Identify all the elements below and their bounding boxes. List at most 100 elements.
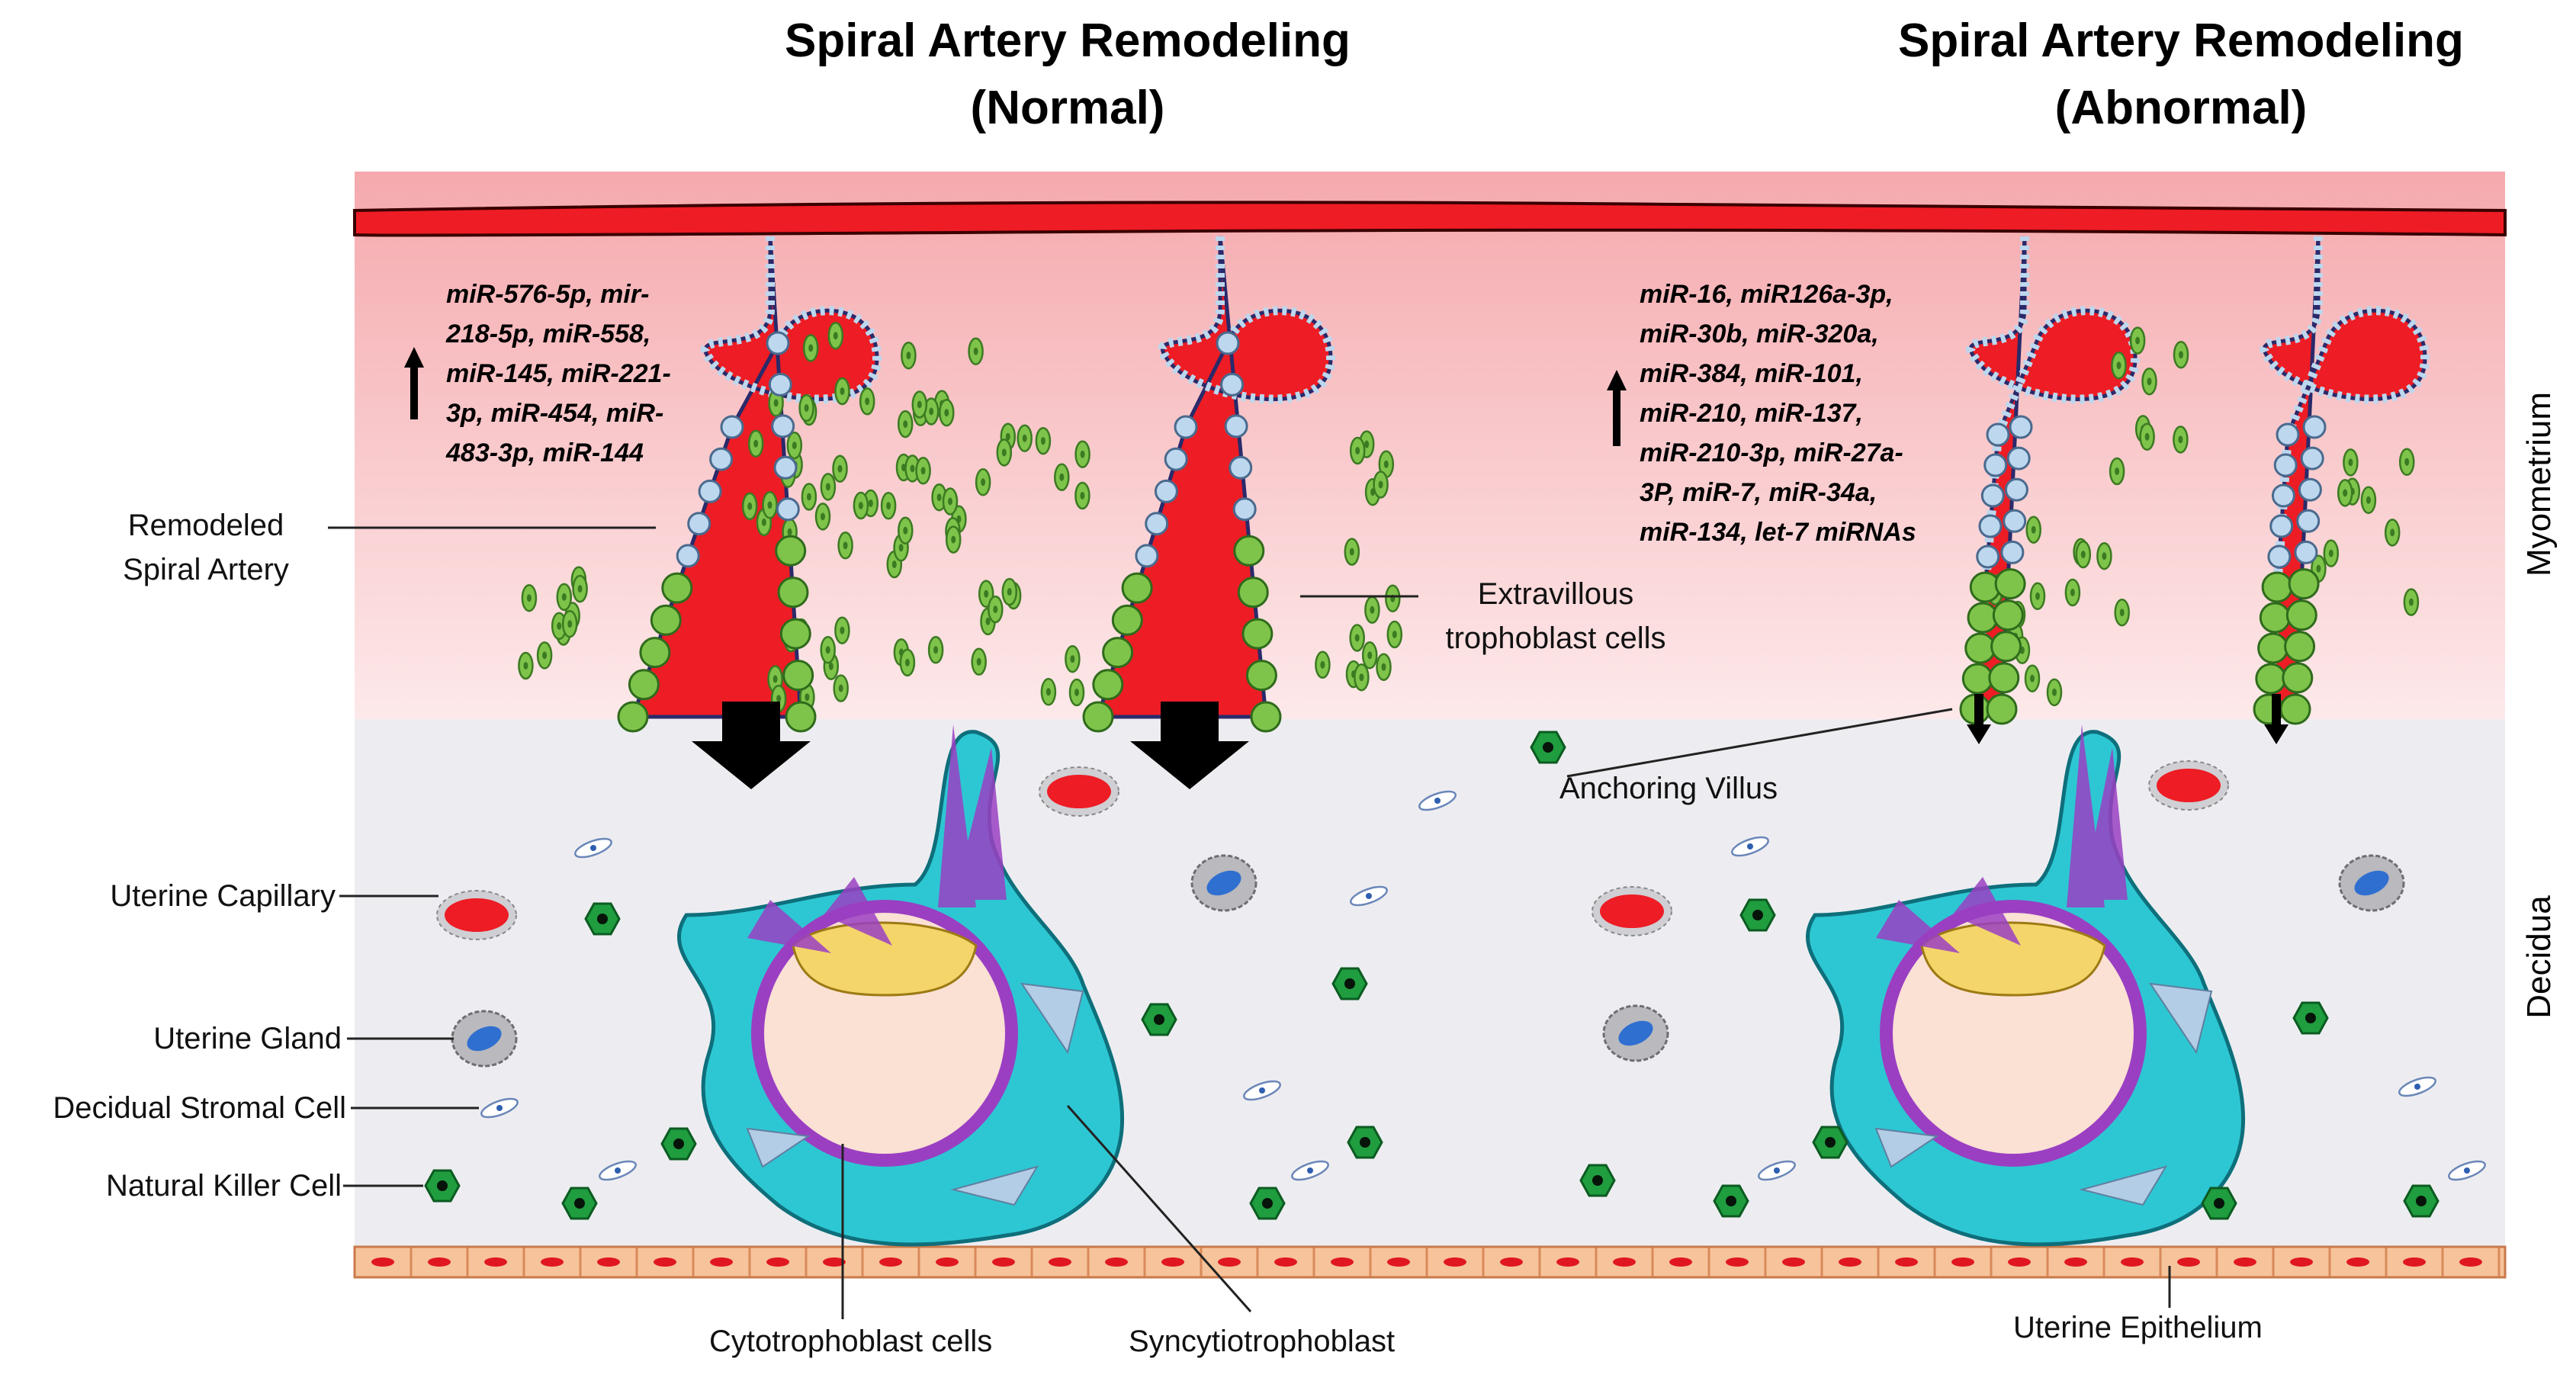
artery-wall-cell xyxy=(698,479,722,503)
artery-wall-cell xyxy=(2009,415,2033,439)
trophoblast-cell xyxy=(897,409,914,438)
trophoblast-cell xyxy=(911,390,928,419)
remodeled-artery-2 xyxy=(1095,236,1336,719)
trophoblast-cell xyxy=(1035,426,1052,455)
gland xyxy=(2338,854,2405,912)
artery-wall-cell xyxy=(1102,637,1134,669)
artery-wall-cell xyxy=(1994,568,2026,600)
trophoblast-cell xyxy=(1385,584,1401,613)
mirna-normal-line: miR-576-5p, mir- xyxy=(446,280,650,309)
artery-wall-cell xyxy=(2302,415,2327,439)
artery-wall-cell xyxy=(1216,331,1240,355)
mirna-list-normal: miR-576-5p, mir- 218-5p, miR-558, miR-14… xyxy=(446,275,671,473)
artery-wall-cell xyxy=(1220,372,1245,397)
trophoblast-cell xyxy=(837,532,853,560)
trophoblast-cell xyxy=(1040,678,1057,706)
artery-wall-cell xyxy=(1245,660,1277,692)
trophoblast-cell xyxy=(801,483,817,511)
nk-cell xyxy=(2201,1187,2237,1220)
artery-wall-cell xyxy=(709,447,734,471)
trophoblast-cell xyxy=(901,341,917,370)
mirna-abnormal-line: miR-134, let-7 miRNAs xyxy=(1640,518,1916,547)
mirna-abnormal-line: 3P, miR-7, miR-34a, xyxy=(1640,478,1877,507)
artery-wall-cell xyxy=(1986,693,2018,725)
trophoblast-cell xyxy=(518,651,534,680)
artery-wall-cell xyxy=(2006,446,2031,471)
artery-wall-cell xyxy=(2271,483,2295,508)
capillary-legend xyxy=(436,890,517,940)
trophoblast-cell xyxy=(521,583,538,612)
trophoblast-cell xyxy=(996,438,1013,467)
label-uterine-capillary: Uterine Capillary xyxy=(110,879,336,913)
artery-wall-cell xyxy=(1961,663,1993,695)
trophoblast-cell xyxy=(1373,471,1389,499)
nk-cell xyxy=(2292,1001,2329,1035)
trophoblast-cell xyxy=(939,398,955,427)
trophoblast-cell xyxy=(945,525,962,554)
artery-wall-cell xyxy=(1980,483,2005,508)
trophoblast-cell xyxy=(971,647,987,676)
trophoblast-cell xyxy=(786,431,803,460)
nk-cell xyxy=(1331,967,1368,1000)
artery-wall-cell xyxy=(1983,453,2008,477)
trophoblast-cell xyxy=(834,377,850,406)
label-decidual-stromal-cell: Decidual Stromal Cell xyxy=(53,1091,346,1125)
label-evt-line1: Extravillous xyxy=(1477,577,1634,611)
trophoblast-cell xyxy=(802,334,819,362)
trophoblast-cell xyxy=(762,491,778,519)
trophoblast-cell xyxy=(741,492,758,521)
nk-cell xyxy=(660,1127,697,1161)
trophoblast-cell xyxy=(1001,577,1018,606)
artery-wall-cell xyxy=(2279,693,2311,725)
narrow-artery-1 xyxy=(1966,236,2141,711)
artery-wall-cell xyxy=(779,618,811,650)
mirna-normal-line: 218-5p, miR-558, xyxy=(446,320,651,348)
trophoblast-cell xyxy=(2029,582,2046,611)
nk-cell xyxy=(1713,1184,1749,1218)
trophoblast-cell xyxy=(899,648,916,677)
trophoblast-cell xyxy=(1315,650,1331,679)
mirna-abnormal-line: miR-16, miR126a-3p, xyxy=(1640,280,1893,309)
trophoblast-cell xyxy=(833,674,849,702)
artery-wall-cell xyxy=(2294,540,2318,564)
trophoblast-cell xyxy=(915,457,931,485)
nk-cell xyxy=(1812,1126,1848,1159)
artery-wall-cell xyxy=(2255,663,2287,695)
upregulation-arrow-abnormal xyxy=(1607,370,1627,446)
nk-legend xyxy=(424,1169,461,1203)
artery-wall-cell xyxy=(2259,602,2291,634)
artery-wall-cell xyxy=(2273,453,2298,477)
mirna-list-abnormal: miR-16, miR126a-3p, miR-30b, miR-320a, m… xyxy=(1640,275,1916,552)
trophoblast-cell xyxy=(2024,664,2041,692)
artery-wall-cell xyxy=(1992,599,2024,631)
artery-wall-cell xyxy=(1250,701,1282,733)
artery-wall-cell xyxy=(1978,514,2003,538)
trophoblast-cell xyxy=(1354,663,1370,692)
title-normal-line2: (Normal) xyxy=(970,82,1165,134)
label-remodeled-spiral-artery: Remodeled Spiral Artery xyxy=(92,503,320,592)
trophoblast-cell xyxy=(747,429,764,458)
trophoblast-cell xyxy=(1386,620,1403,649)
artery-wall-cell xyxy=(2003,509,2027,533)
trophoblast-cell xyxy=(1349,436,1366,465)
trophoblast-cell xyxy=(2096,541,2112,570)
trophoblast-cell xyxy=(975,468,991,496)
mirna-abnormal-line: miR-30b, miR-320a, xyxy=(1640,320,1879,348)
label-anchoring-villus: Anchoring Villus xyxy=(1559,772,1778,805)
artery-wall-cell xyxy=(1988,662,2020,694)
trophoblast-cell xyxy=(2139,422,2155,451)
trophoblast-cell xyxy=(1376,653,1392,681)
leader-lines xyxy=(328,526,2171,1319)
trophoblast-cell xyxy=(834,616,850,644)
artery-wall-cell xyxy=(1224,414,1248,438)
capillary xyxy=(2148,760,2229,811)
trophoblast-cell xyxy=(572,574,588,603)
nk-cell xyxy=(1530,731,1566,764)
trophoblast-cell xyxy=(1054,463,1070,492)
artery-wall-cell xyxy=(2288,568,2320,600)
nk-cell xyxy=(1141,1003,1177,1036)
trophoblast-cell xyxy=(2046,678,2063,707)
artery-wall-cell xyxy=(1154,479,1178,503)
artery-wall-cell xyxy=(639,637,671,669)
